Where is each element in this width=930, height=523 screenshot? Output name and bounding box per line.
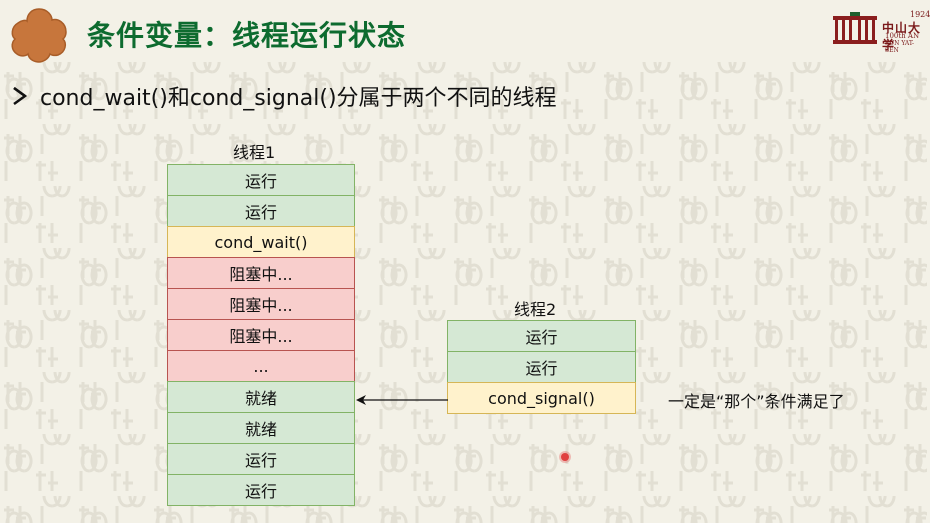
thread1-cell-5: 阻塞中...: [167, 288, 355, 320]
bullet-point: cond_wait()和cond_signal()分属于两个不同的线程: [12, 80, 557, 112]
annotation-text: 一定是“那个”条件满足了: [668, 392, 845, 411]
thread1-cell-6: 阻塞中...: [167, 319, 355, 351]
thread2-cell-1: 运行: [447, 320, 636, 352]
pointer-cursor: [561, 453, 569, 461]
thread1-cell-2: 运行: [167, 195, 355, 227]
building-icon: [833, 12, 877, 44]
thread1-cell-10: 运行: [167, 443, 355, 475]
thread2-cell-3: cond_signal(): [447, 382, 636, 414]
bullet-text: cond_wait()和cond_signal()分属于两个不同的线程: [40, 86, 557, 111]
thread1-cell-3: cond_wait(): [167, 226, 355, 258]
thread1-cell-7: ...: [167, 350, 355, 382]
page-title: 条件变量：线程运行状态: [87, 19, 407, 52]
thread1-cell-1: 运行: [167, 164, 355, 196]
thread2-cell-2: 运行: [447, 351, 636, 383]
university-year: 1924: [910, 10, 930, 19]
bullet-arrow-icon: [13, 86, 28, 106]
thread1-cell-8: 就绪: [167, 381, 355, 413]
thread1-cell-4: 阻塞中...: [167, 257, 355, 289]
university-name: 中山大学: [882, 21, 922, 52]
university-anniversary: 100th AN: [885, 32, 920, 40]
signal-arrow: [356, 395, 448, 405]
university-english-name: SUN YAT-SEN: [885, 40, 915, 54]
thread1-label: 线程1: [233, 143, 276, 162]
thread1-cell-11: 运行: [167, 474, 355, 506]
thread1-cell-9: 就绪: [167, 412, 355, 444]
flower-logo-icon: [11, 8, 67, 63]
thread2-label: 线程2: [514, 300, 557, 319]
university-logo: 1924 中山大学 100th AN SUN YAT-SEN: [832, 10, 930, 54]
